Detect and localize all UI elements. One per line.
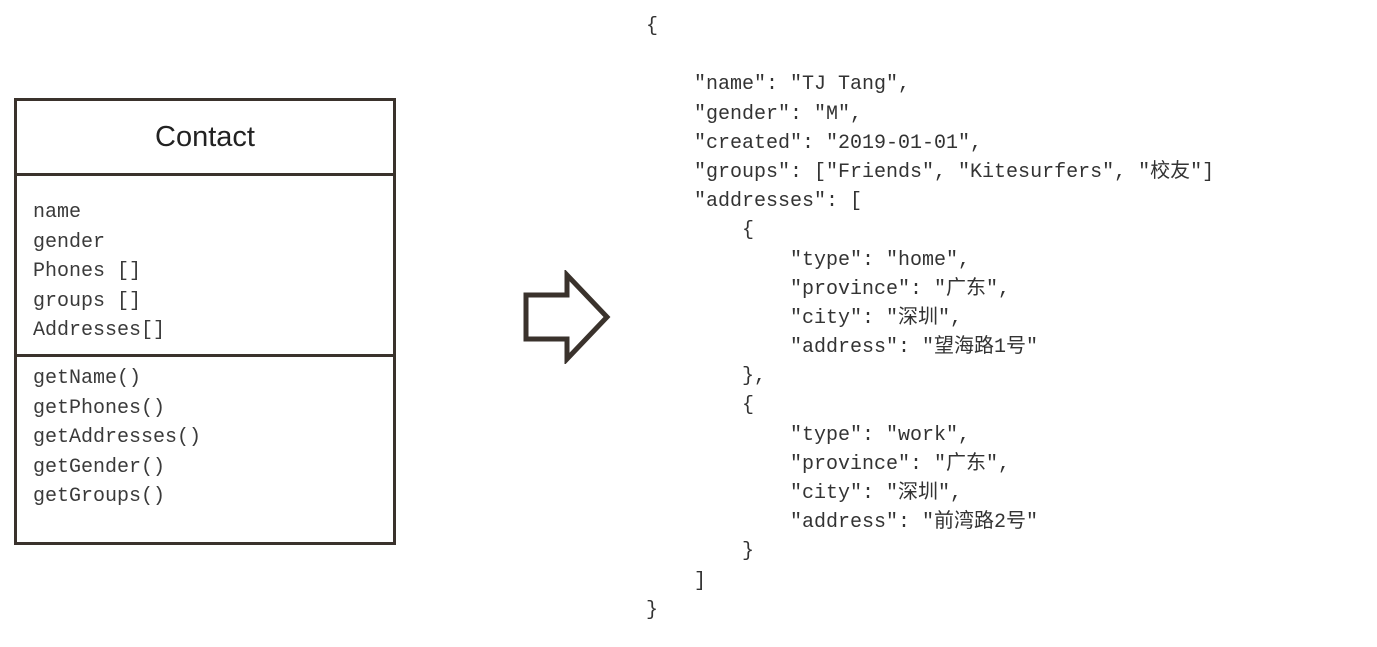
- json-line: ]: [646, 569, 707, 593]
- json-line: "type": "home",: [646, 248, 971, 272]
- json-line: "province": "广东",: [646, 277, 1011, 301]
- uml-method: getGroups(): [33, 485, 166, 508]
- uml-class-title: Contact: [17, 101, 393, 176]
- uml-attribute: groups []: [33, 289, 142, 313]
- json-line: "type": "work",: [646, 423, 971, 447]
- json-line: {: [646, 15, 659, 38]
- json-line: }: [646, 598, 659, 622]
- json-line: "groups": ["Friends", "Kitesurfers", "校友…: [646, 160, 1215, 184]
- json-line: [646, 41, 1214, 70]
- uml-attribute: name: [33, 201, 82, 224]
- right-arrow-outline-icon: [523, 270, 611, 364]
- uml-method: getPhones(): [33, 396, 166, 420]
- uml-attribute: gender: [33, 230, 106, 254]
- uml-attributes-section: name gender Phones [] groups [] Addresse…: [17, 176, 393, 357]
- uml-attribute: Phones []: [33, 260, 142, 283]
- uml-method: getGender(): [33, 455, 166, 479]
- json-document: { "name": "TJ Tang", "gender": "M", "cre…: [646, 12, 1214, 625]
- json-line: {: [646, 394, 755, 418]
- json-line: "address": "前湾路2号": [646, 511, 1039, 535]
- uml-attribute: Addresses[]: [33, 319, 166, 342]
- json-line: "addresses": [: [646, 190, 863, 214]
- uml-method: getName(): [33, 367, 142, 390]
- json-line: },: [646, 365, 767, 389]
- json-line: "province": "广东",: [646, 452, 1011, 476]
- uml-class-box: Contact name gender Phones [] groups [] …: [14, 98, 396, 545]
- uml-methods-section: getName() getPhones() getAddresses() get…: [17, 357, 393, 512]
- json-line: "city": "深圳",: [646, 306, 963, 330]
- json-line: }: [646, 540, 755, 564]
- json-line: "address": "望海路1号": [646, 336, 1039, 360]
- json-line: "gender": "M",: [646, 102, 863, 126]
- json-line: "created": "2019-01-01",: [646, 131, 983, 155]
- json-line: "name": "TJ Tang",: [646, 73, 911, 97]
- uml-method: getAddresses(): [33, 426, 202, 449]
- json-line: "city": "深圳",: [646, 482, 963, 505]
- json-line: {: [646, 219, 755, 243]
